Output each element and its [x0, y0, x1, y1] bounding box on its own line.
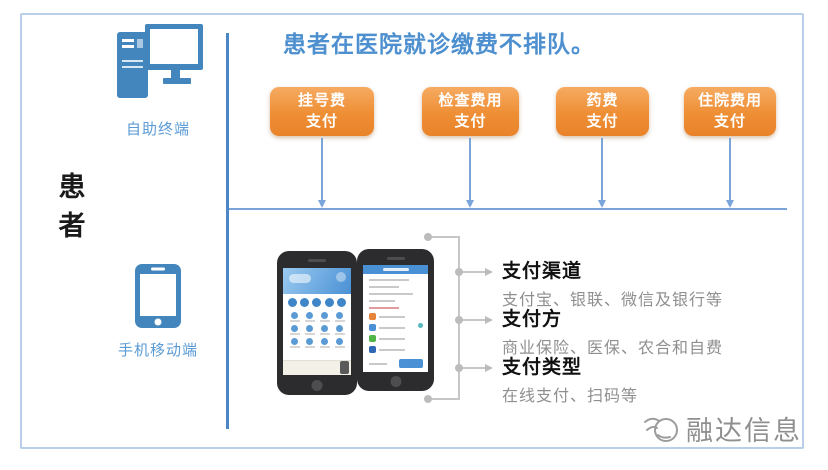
mobile-terminal: 手机移动端	[110, 263, 206, 360]
brand-logo-icon	[644, 417, 678, 442]
phone-speaker	[308, 259, 326, 262]
payment-option-icon	[369, 313, 376, 320]
patient-label: 患者	[58, 172, 86, 242]
right-arrow-icon	[485, 268, 493, 276]
form-line	[369, 279, 409, 281]
fee-box-line2: 支付	[713, 112, 746, 130]
fee-box-line1: 药费	[586, 92, 619, 110]
fee-box-medicine: 药费 支付	[556, 87, 649, 136]
fee-box-line1: 挂号费	[297, 92, 346, 110]
form-line	[369, 300, 395, 302]
down-arrow-icon	[726, 138, 734, 208]
app-grid-icon	[287, 325, 302, 335]
payment-option-row	[369, 335, 428, 342]
form-line	[369, 363, 387, 365]
down-arrow-icon	[466, 138, 474, 208]
fee-box-examination: 检查费用 支付	[422, 87, 519, 136]
payment-option-icon	[369, 335, 376, 342]
phone-speaker	[386, 257, 405, 260]
info-heading: 支付方	[502, 309, 563, 330]
app-grid-icon	[317, 312, 332, 322]
phone-mockup-payment	[357, 249, 434, 391]
app-grid-icon	[287, 338, 302, 348]
info-heading: 支付类型	[502, 357, 583, 378]
connector-node	[455, 364, 463, 372]
connector-line	[431, 236, 458, 238]
fee-box-line2: 支付	[305, 112, 338, 130]
horizontal-baseline	[229, 208, 787, 210]
right-arrow-icon	[485, 316, 493, 324]
info-detail: 支付宝、银联、微信及银行等	[502, 292, 724, 309]
payment-option-icon	[369, 346, 376, 353]
down-arrow-icon	[318, 138, 326, 208]
app-grid-icon	[317, 338, 332, 348]
app-banner	[283, 268, 351, 294]
app-grid-icon	[332, 338, 347, 348]
fee-box-line2: 支付	[586, 112, 619, 130]
connector-line	[461, 319, 485, 321]
form-line	[369, 286, 399, 288]
phone-screen-home	[283, 268, 351, 375]
app-grid-icon	[302, 325, 317, 335]
selected-check-icon	[418, 323, 423, 328]
confirm-pay-button	[399, 359, 423, 368]
payment-option-row	[369, 313, 428, 320]
connector-node	[424, 395, 432, 403]
right-arrow-icon	[485, 364, 493, 372]
app-icon-grid	[283, 310, 351, 348]
phone-screen-payment	[363, 265, 428, 372]
connector-node	[455, 268, 463, 276]
connector-node	[424, 233, 432, 241]
down-arrow-icon	[598, 138, 606, 208]
connector-line	[461, 271, 485, 273]
vertical-divider-line	[226, 33, 229, 429]
app-action-icon	[324, 298, 334, 307]
fee-box-line1: 住院费用	[697, 92, 762, 110]
connector-node	[455, 316, 463, 324]
app-action-icon	[337, 298, 347, 307]
payment-option-icon	[369, 324, 376, 331]
app-grid-icon	[332, 325, 347, 335]
connector-line	[431, 398, 458, 400]
fee-box-line1: 检查费用	[438, 92, 503, 110]
brand-watermark-text: 融达信息	[686, 416, 802, 446]
fee-box-registration: 挂号费 支付	[270, 87, 374, 136]
mobile-phone-icon	[135, 264, 181, 328]
desktop-terminal-icon	[117, 24, 203, 98]
phone-mockup-home	[277, 251, 357, 395]
app-grid-icon	[287, 312, 302, 322]
payment-option-row	[369, 346, 428, 353]
info-detail: 商业保险、医保、农合和自费	[502, 340, 724, 357]
phone-home-button	[311, 380, 323, 391]
amount-line	[369, 307, 399, 309]
connector-line	[461, 367, 485, 369]
mobile-terminal-label: 手机移动端	[117, 342, 198, 359]
app-action-icon	[287, 298, 297, 307]
self-service-terminal: 自助终端	[110, 22, 206, 139]
info-heading: 支付渠道	[502, 261, 583, 282]
info-detail: 在线支付、扫码等	[502, 388, 639, 405]
self-service-terminal-label: 自助终端	[125, 121, 190, 138]
payment-title-bar	[363, 265, 428, 274]
phone-home-button	[390, 376, 401, 387]
app-footer-banner	[283, 360, 351, 375]
app-grid-icon	[302, 338, 317, 348]
payment-info-types: 支付类型 在线支付、扫码等	[502, 352, 638, 406]
app-action-icon	[312, 298, 322, 307]
payment-info-payers: 支付方 商业保险、医保、农合和自费	[502, 304, 723, 358]
app-grid-icon	[332, 312, 347, 322]
payment-info-channels: 支付渠道 支付宝、银联、微信及银行等	[502, 256, 723, 310]
fee-box-hospitalization: 住院费用 支付	[684, 87, 776, 136]
app-quick-actions	[283, 294, 351, 310]
app-grid-icon	[302, 312, 317, 322]
fee-box-line2: 支付	[454, 112, 487, 130]
brand-watermark: 融达信息	[643, 409, 802, 448]
form-line	[369, 293, 413, 295]
app-grid-icon	[317, 325, 332, 335]
payment-option-row	[369, 324, 428, 331]
diagram-title: 患者在医院就诊缴费不排队。	[283, 31, 595, 57]
app-action-icon	[300, 298, 310, 307]
